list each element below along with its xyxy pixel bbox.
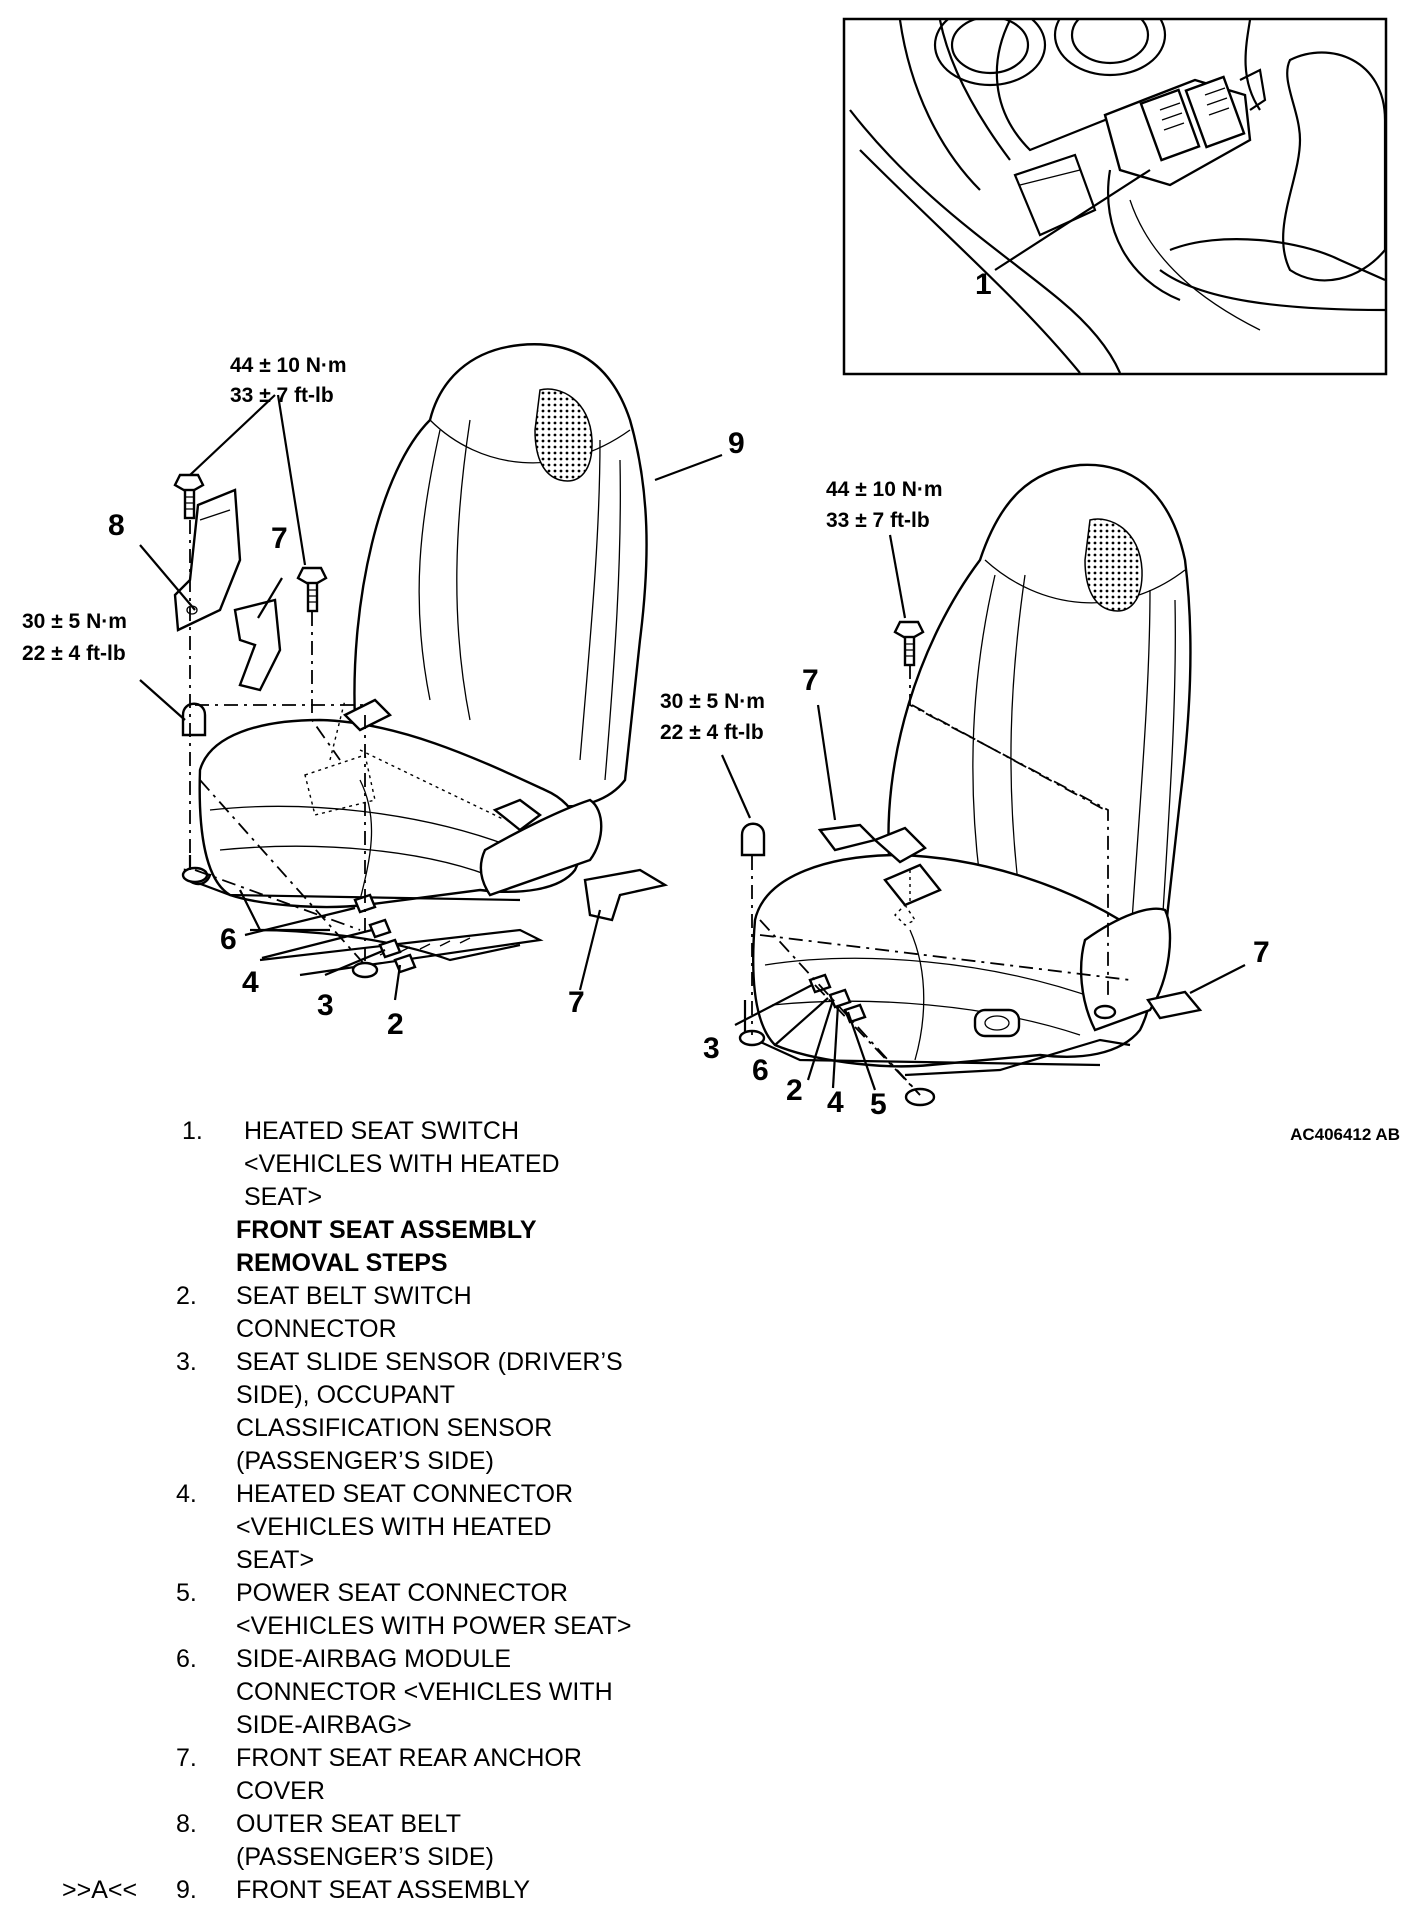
- parts-list-item: >>A<< 9. FRONT SEAT ASSEMBLY: [0, 1874, 760, 1907]
- step-reference-mark: >>A<<: [62, 1876, 138, 1904]
- callout-5-right: 5: [870, 1088, 887, 1121]
- parts-list-item: 8. OUTER SEAT BELT (PASSENGER’S SIDE): [0, 1808, 760, 1874]
- removal-steps-heading: FRONT SEAT ASSEMBLY REMOVAL STEPS: [236, 1216, 537, 1277]
- callout-7-right: 7: [1253, 936, 1270, 969]
- callout-7-upper-right: 7: [802, 664, 819, 697]
- parts-list-item: 5. POWER SEAT CONNECTOR <VEHICLES WITH PO…: [0, 1577, 760, 1643]
- torque-nut-ftlb-left: 22 ± 4 ft-lb: [22, 642, 126, 665]
- figure-id: AC406412 AB: [1290, 1125, 1400, 1144]
- callout-2-right: 2: [786, 1074, 803, 1107]
- callout-6-left: 6: [220, 923, 237, 956]
- torque-bolt-nm-right: 44 ± 10 N·m: [826, 478, 943, 501]
- torque-nut-nm-left: 30 ± 5 N·m: [22, 610, 127, 633]
- parts-list-item: 7. FRONT SEAT REAR ANCHOR COVER: [0, 1742, 760, 1808]
- item-text: SEAT BELT SWITCH CONNECTOR: [236, 1282, 472, 1343]
- parts-list-item: 1. HEATED SEAT SWITCH <VEHICLES WITH HEA…: [0, 1115, 760, 1214]
- item-number: 4.: [176, 1480, 197, 1508]
- parts-list-item: 6. SIDE-AIRBAG MODULE CONNECTOR <VEHICLES…: [0, 1643, 760, 1742]
- torque-bolt-nm-left: 44 ± 10 N·m: [230, 354, 347, 377]
- torque-bolt-ftlb-left: 33 ± 7 ft-lb: [230, 384, 334, 407]
- item-text: FRONT SEAT ASSEMBLY: [236, 1876, 531, 1904]
- callout-2-left: 2: [387, 1008, 404, 1041]
- callout-4-right: 4: [827, 1086, 844, 1119]
- item-number: 6.: [176, 1645, 197, 1673]
- item-text: SIDE-AIRBAG MODULE CONNECTOR <VEHICLES W…: [236, 1645, 613, 1739]
- item-text: OUTER SEAT BELT (PASSENGER’S SIDE): [236, 1810, 494, 1871]
- item-number: 3.: [176, 1348, 197, 1376]
- item-number: 1.: [182, 1117, 203, 1145]
- item-number: 7.: [176, 1744, 197, 1772]
- callout-3-left: 3: [317, 989, 334, 1022]
- removal-steps-list: 2. SEAT BELT SWITCH CONNECTOR 3. SEAT SLIDE…: [0, 1280, 760, 1907]
- parts-list-item: 3. SEAT SLIDE SENSOR (DRIVER’S SIDE), OCC…: [0, 1346, 760, 1478]
- item-number: 2.: [176, 1282, 197, 1310]
- parts-list: 1. HEATED SEAT SWITCH <VEHICLES WITH HEA…: [0, 1115, 760, 1907]
- parts-list-item: 2. SEAT BELT SWITCH CONNECTOR: [0, 1280, 760, 1346]
- item-text: SEAT SLIDE SENSOR (DRIVER’S SIDE), OCCUP…: [236, 1348, 623, 1475]
- item-text: HEATED SEAT SWITCH <VEHICLES WITH HEATED…: [244, 1117, 560, 1211]
- item-number: 5.: [176, 1579, 197, 1607]
- right-seat-illustration: [720, 463, 1246, 1107]
- parts-list-item: 4. HEATED SEAT CONNECTOR <VEHICLES WITH H…: [0, 1478, 760, 1577]
- item-text: FRONT SEAT REAR ANCHOR COVER: [236, 1744, 582, 1805]
- callout-6-right: 6: [752, 1054, 769, 1087]
- torque-nut-nm-right: 30 ± 5 N·m: [660, 690, 765, 713]
- item-text: POWER SEAT CONNECTOR <VEHICLES WITH POWE…: [236, 1579, 632, 1640]
- callout-8: 8: [108, 509, 125, 542]
- item-text: HEATED SEAT CONNECTOR <VEHICLES WITH HEA…: [236, 1480, 574, 1574]
- item-number: 9.: [176, 1876, 197, 1904]
- callout-4-left: 4: [242, 966, 259, 999]
- torque-bolt-ftlb-right: 33 ± 7 ft-lb: [826, 509, 930, 532]
- callout-3-right: 3: [703, 1032, 720, 1065]
- callout-1-inset: 1: [975, 268, 992, 301]
- callout-7-upper-left: 7: [271, 522, 288, 555]
- left-seat-illustration: [139, 343, 723, 1001]
- callout-7-lower-left: 7: [568, 986, 585, 1019]
- item-number: 8.: [176, 1810, 197, 1838]
- inset-detail: 1: [842, 17, 1388, 376]
- torque-nut-ftlb-right: 22 ± 4 ft-lb: [660, 721, 764, 744]
- callout-9: 9: [728, 427, 745, 460]
